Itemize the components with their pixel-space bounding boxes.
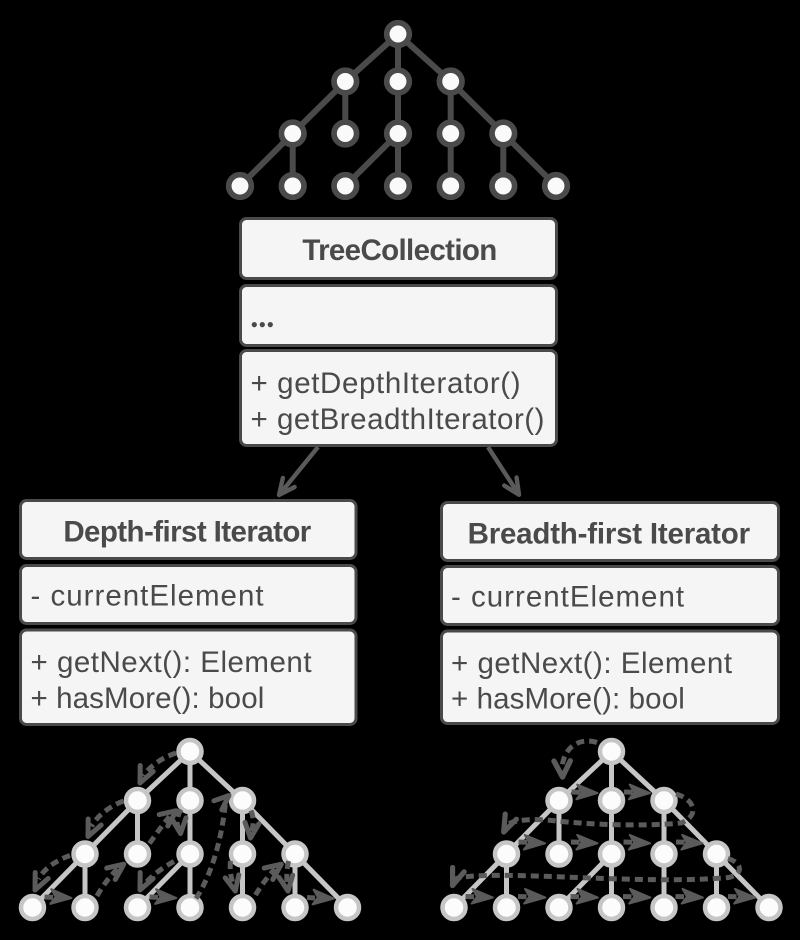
svg-text:Breadth-first Iterator: Breadth-first Iterator <box>468 518 751 551</box>
svg-text:Depth-first Iterator: Depth-first Iterator <box>63 516 311 549</box>
svg-text:- currentElement: - currentElement <box>451 581 685 614</box>
svg-text:+ getNext(): Element: + getNext(): Element <box>451 647 733 680</box>
svg-text:+ hasMore(): bool: + hasMore(): bool <box>31 682 265 715</box>
svg-text:+ hasMore(): bool: + hasMore(): bool <box>451 683 685 716</box>
svg-text:+ getBreadthIterator(): + getBreadthIterator() <box>251 403 546 436</box>
svg-text:+ getDepthIterator(): + getDepthIterator() <box>251 367 522 400</box>
svg-text:TreeCollection: TreeCollection <box>302 234 496 267</box>
svg-text:+ getNext(): Element: + getNext(): Element <box>31 646 313 679</box>
svg-text:- currentElement: - currentElement <box>31 580 265 613</box>
